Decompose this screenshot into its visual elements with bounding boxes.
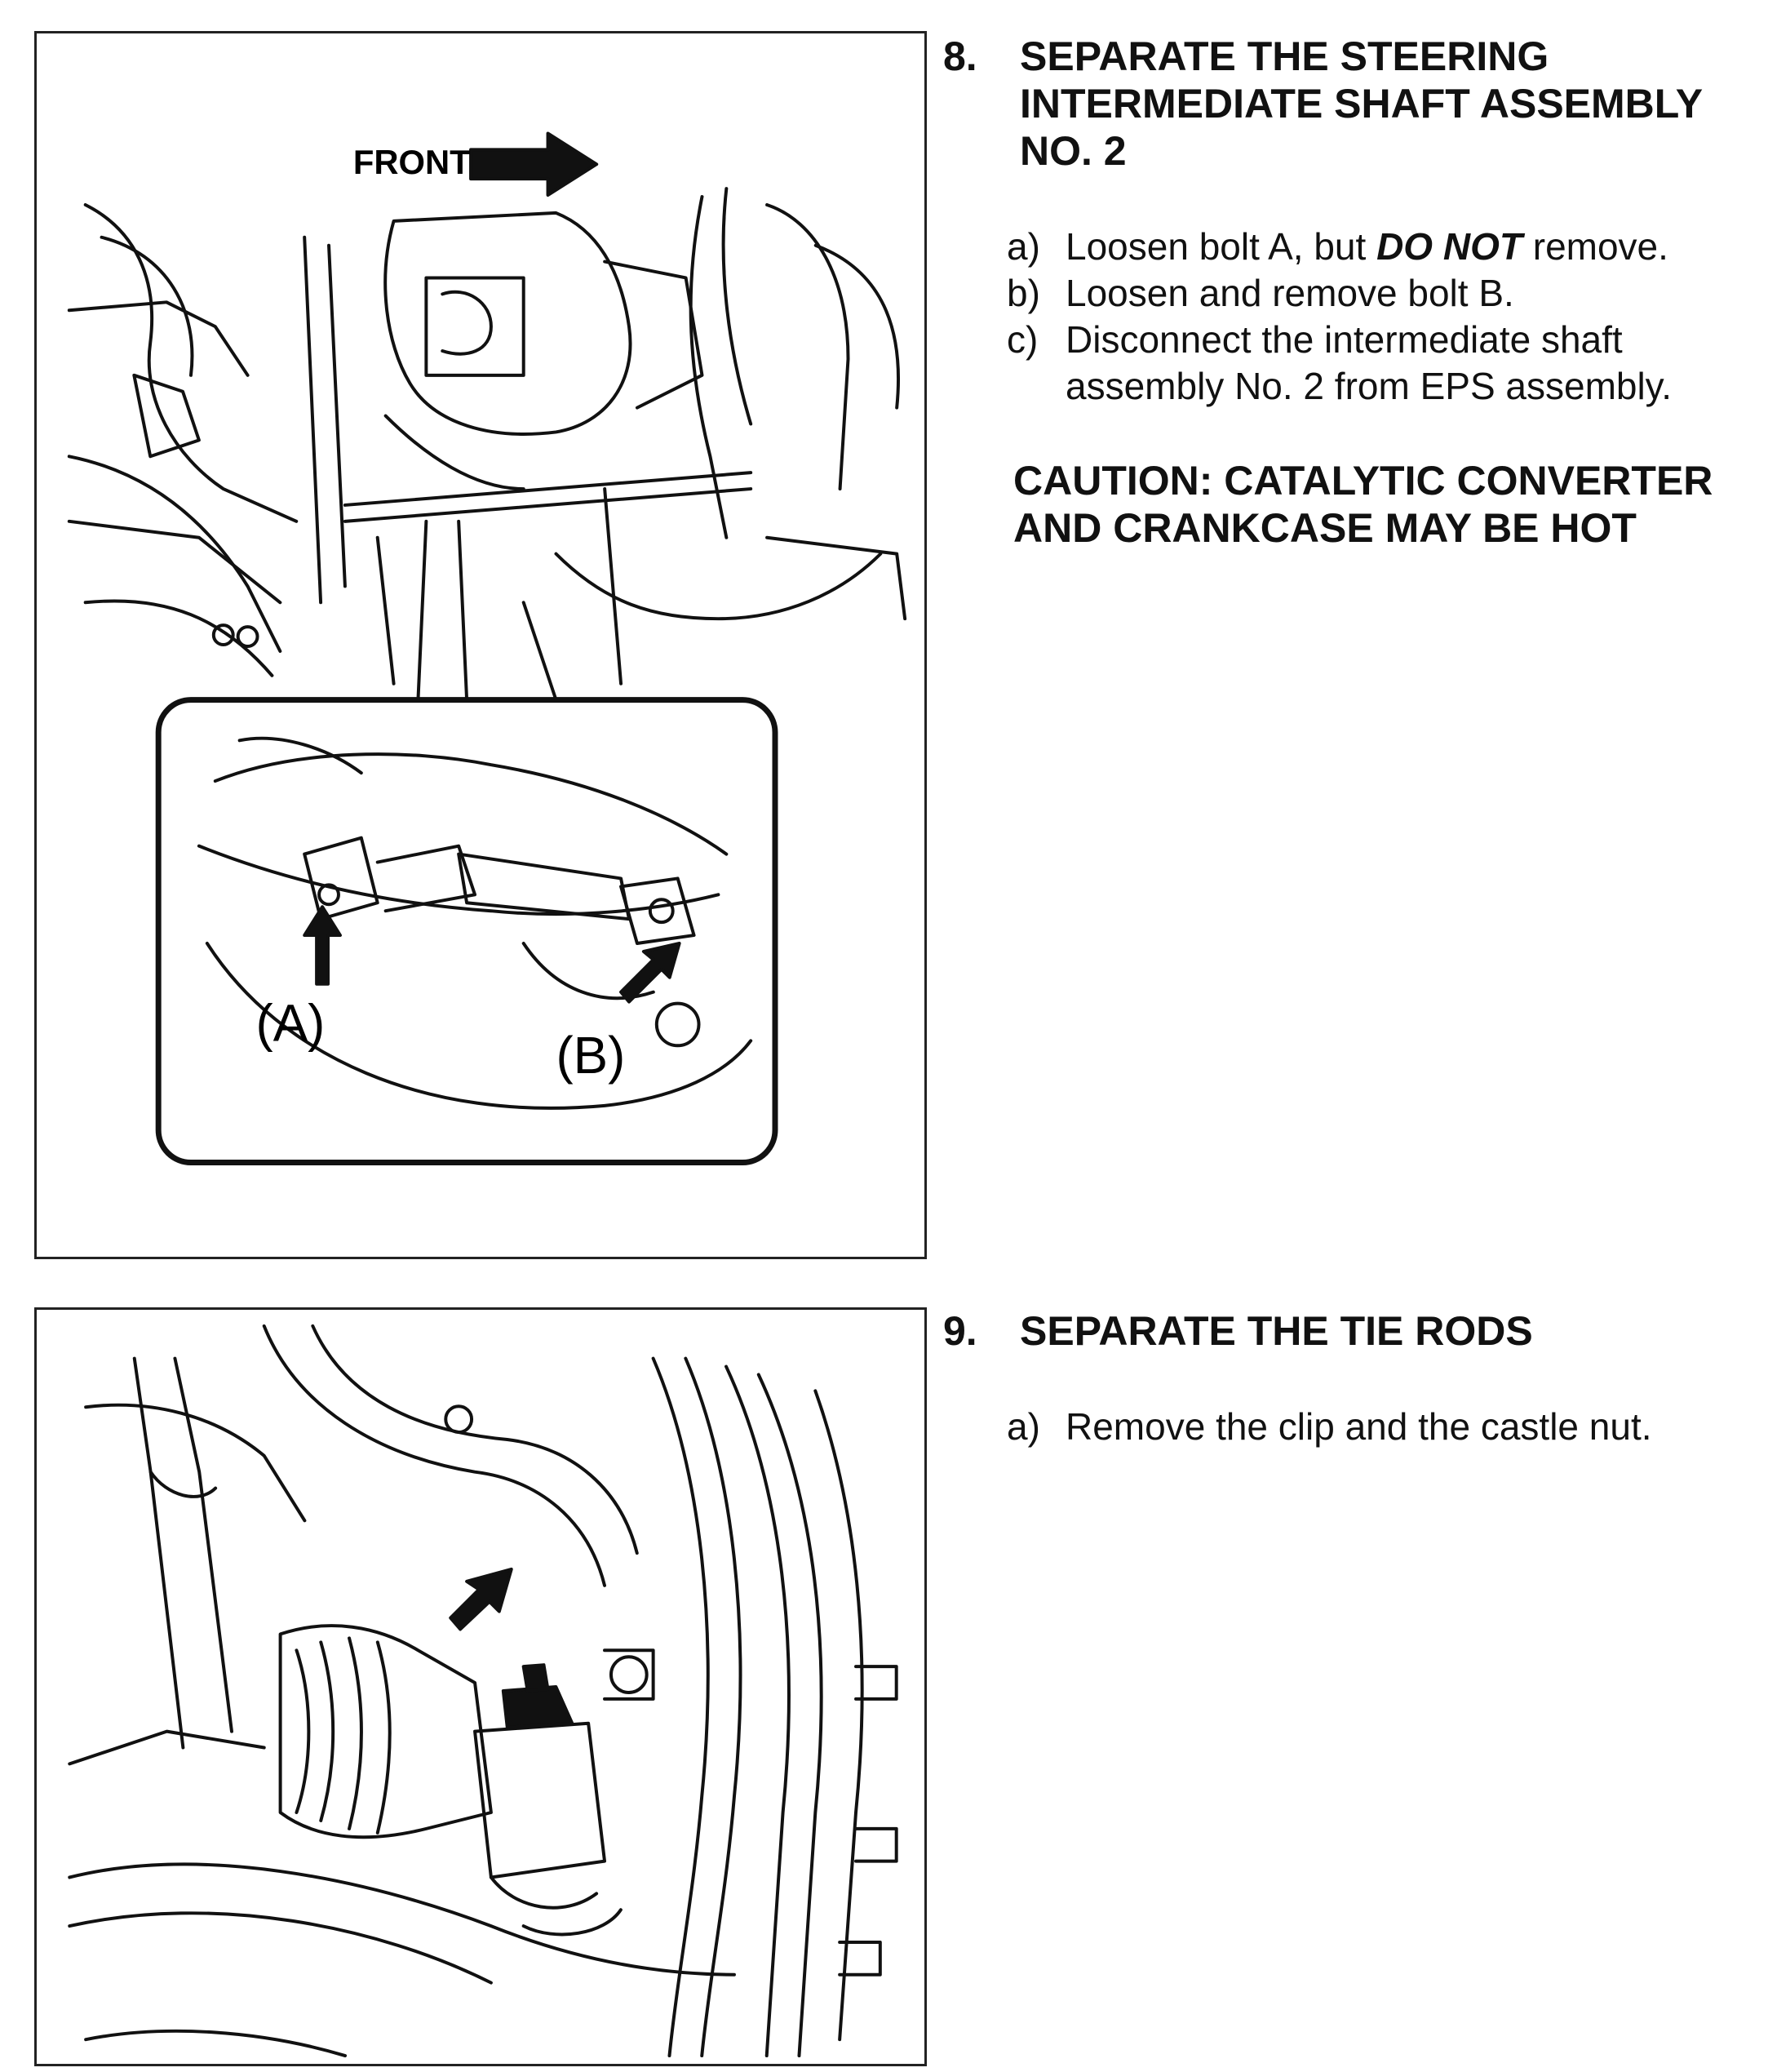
step-number: 9. — [943, 1308, 977, 1354]
bolt-a-label: (A) — [256, 994, 326, 1052]
substep-a: a) Remove the clip and the castle nut. — [1007, 1405, 1652, 1448]
step-title: SEPARATE THE STEERING INTERMEDIATE SHAFT… — [1020, 33, 1704, 174]
step-number: 8. — [943, 33, 977, 79]
caution-note: CAUTION: CATALYTIC CONVERTER AND CRANKCA… — [1013, 458, 1713, 551]
warning-emphasis: DO NOT — [1376, 225, 1522, 268]
pointer-arrow-icon — [449, 1567, 513, 1631]
figure-intermediate-shaft: FRONT (A) (B) — [34, 31, 927, 1259]
illustration-tie-rod — [68, 1324, 898, 2058]
front-arrow-icon — [469, 131, 599, 197]
substep-b: b) Loosen and remove bolt B. — [1007, 272, 1514, 314]
step-8: 8. SEPARATE THE STEERING INTERMEDIATE SH… — [943, 33, 1751, 552]
bolt-b-label: (B) — [556, 1027, 625, 1085]
front-label: FRONT — [353, 143, 471, 181]
substep-a: a) Loosen bolt A, but DO NOT remove. — [1007, 225, 1668, 268]
step-8-heading: 8. SEPARATE THE STEERING INTERMEDIATE SH… — [943, 33, 1751, 175]
illustration-intermediate-shaft: FRONT (A) (B) — [67, 131, 907, 1165]
step-9-substeps: a) Remove the clip and the castle nut. — [1007, 1404, 1751, 1450]
step-9: 9. SEPARATE THE TIE RODS a) Remove the c… — [943, 1307, 1751, 1450]
figure-tie-rod — [34, 1307, 927, 2066]
step-8-substeps: a) Loosen bolt A, but DO NOT remove. b) … — [1007, 224, 1751, 410]
step-9-heading: 9. SEPARATE THE TIE RODS — [943, 1307, 1751, 1355]
step-title: SEPARATE THE TIE RODS — [1020, 1308, 1533, 1354]
